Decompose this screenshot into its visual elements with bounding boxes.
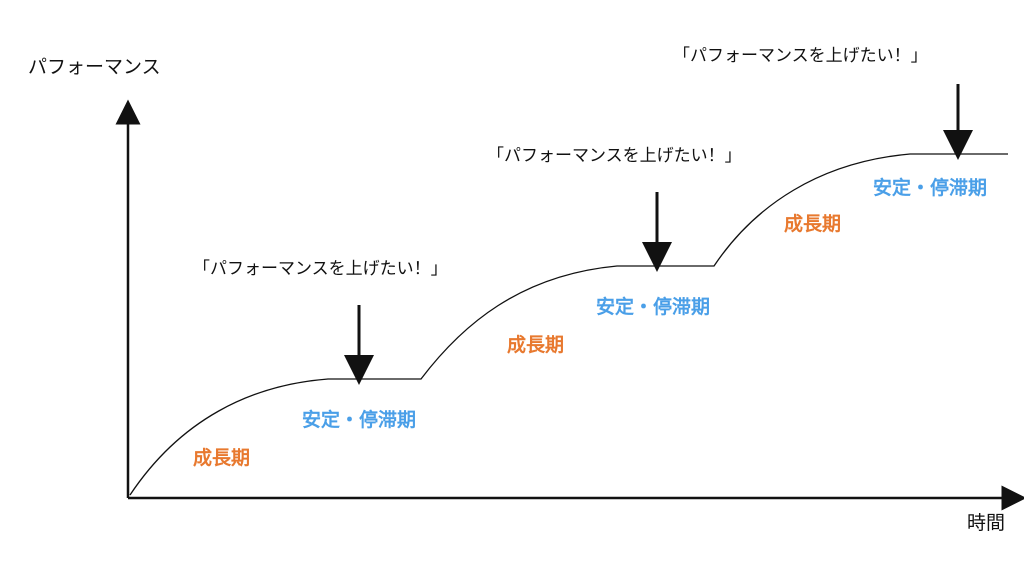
y-axis-label: パフォーマンス: [28, 56, 161, 78]
growth-phase-label-2: 成長期: [507, 333, 564, 356]
performance-callout-1: 「パフォーマンスを上げたい！」: [193, 259, 448, 279]
stable-phase-label-1: 安定・停滞期: [302, 408, 416, 431]
stable-phase-label-3: 安定・停滞期: [873, 176, 987, 199]
growth-phase-label-1: 成長期: [193, 446, 250, 469]
performance-callout-3: 「パフォーマンスを上げたい！」: [673, 46, 928, 66]
x-axis-label: 時間: [967, 512, 1005, 534]
performance-curve: [129, 153, 1008, 496]
growth-phase-label-3: 成長期: [784, 212, 841, 235]
performance-callout-2: 「パフォーマンスを上げたい！」: [487, 146, 742, 166]
stable-phase-label-2: 安定・停滞期: [596, 295, 710, 318]
